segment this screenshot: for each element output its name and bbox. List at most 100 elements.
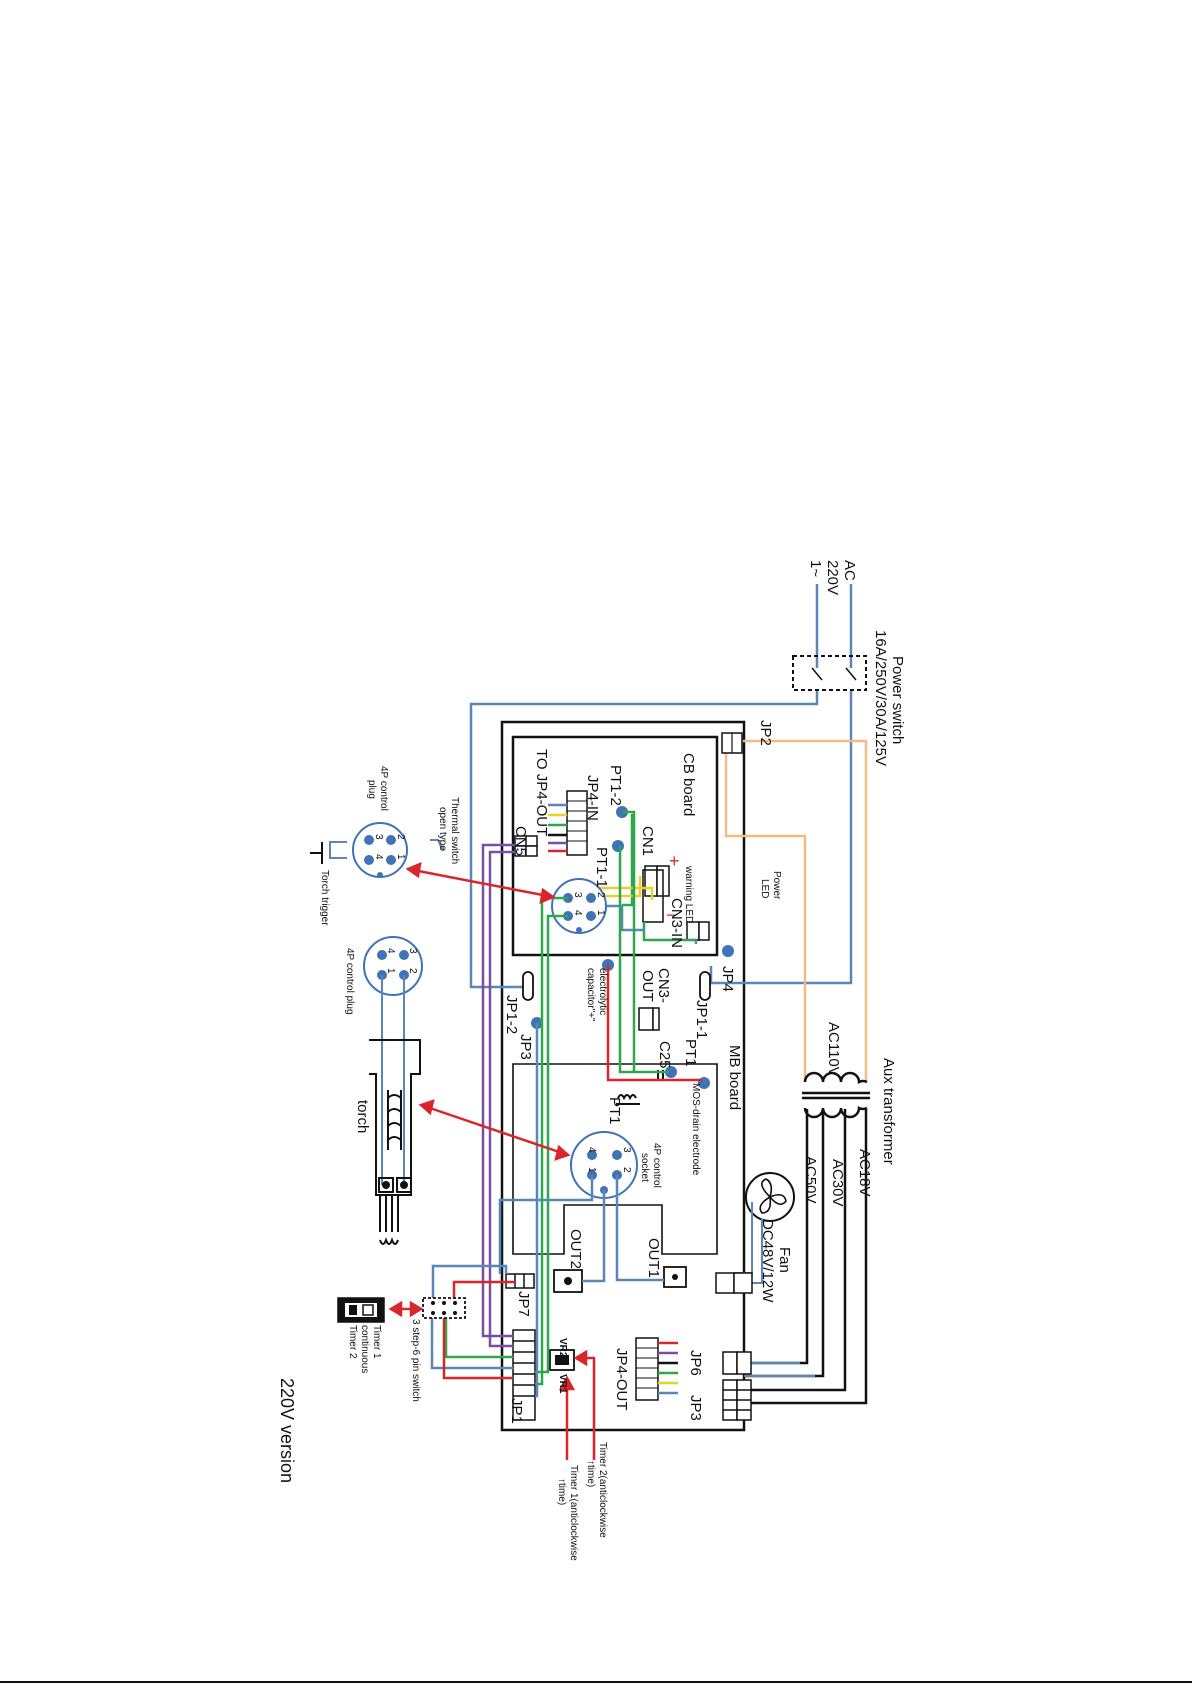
top-plug-pin-3: 3 xyxy=(373,834,384,840)
cn1-socket xyxy=(551,878,607,934)
torch-coil xyxy=(387,1090,402,1150)
mb-4p-socket xyxy=(570,1131,638,1199)
thermal-switch-label-1: Thermal switch xyxy=(449,797,460,864)
ac110-label: AC110V xyxy=(825,1022,842,1077)
jp7-label: JP7 xyxy=(515,1291,532,1317)
mid-plug-pin-4: 4 xyxy=(385,948,396,954)
harness-wires xyxy=(481,843,594,1398)
vr1-label: VR1 xyxy=(557,1374,568,1394)
cb-board-label: CB board xyxy=(680,753,697,816)
electrolytic-label-2: capacitor"+" xyxy=(585,968,596,1022)
c25-label: C25 xyxy=(656,1041,673,1069)
red-arrows xyxy=(388,861,596,1460)
orange-wires xyxy=(724,739,868,1082)
led-plus-sign: + xyxy=(669,851,680,871)
power-led-label-2: LED xyxy=(759,879,770,898)
cn5-label: CN5 xyxy=(512,826,529,856)
jp4-out-label: JP4-OUT xyxy=(613,1348,630,1411)
fan-label: Fan xyxy=(776,1247,793,1273)
pt1-wiring xyxy=(606,810,702,1082)
power-wiring xyxy=(469,584,853,989)
jp1-1-connector xyxy=(699,971,711,1001)
mid-plug-pin-2: 2 xyxy=(407,968,418,974)
power-switch-rating: 16A/250V/30A/125V xyxy=(872,630,889,766)
ac50-label: AC50V xyxy=(802,1156,819,1204)
vr-potentiometers xyxy=(549,1349,575,1371)
cn3-out-label-a: CN3- xyxy=(655,968,672,1003)
phase-label: 1~ xyxy=(807,560,824,577)
ac-label: AC xyxy=(841,560,858,581)
timer-selector-switch xyxy=(337,1297,385,1323)
out2-label: OUT2 xyxy=(567,1229,584,1269)
jp1-2-connector xyxy=(522,971,534,1001)
continuous-label: continuous xyxy=(359,1325,370,1373)
pt1-top-label: PT1 xyxy=(682,1039,699,1067)
cn1-pin-2: 2 xyxy=(595,892,606,898)
jp4-out-connector xyxy=(635,1337,659,1401)
power-led-label-1: Power xyxy=(771,871,782,900)
out1-label: OUT1 xyxy=(645,1238,662,1278)
cn1-pin-1: 1 xyxy=(595,910,606,916)
thermal-switch-wiring xyxy=(329,839,444,859)
power-switch-box xyxy=(792,655,867,691)
socket-pin-4: 4 xyxy=(586,1147,597,1153)
jp3-right-label: JP3 xyxy=(687,1395,704,1421)
fan-icon xyxy=(745,1172,795,1222)
mid-plug-label: 4P control plug xyxy=(344,948,355,1015)
out2-terminal xyxy=(553,1269,583,1293)
mb-board-label: MB board xyxy=(726,1045,743,1110)
jp3-left-label: JP3 xyxy=(517,1034,534,1060)
socket-pin-3: 3 xyxy=(621,1147,632,1153)
pt1-bottom-label: PT1 xyxy=(606,1097,623,1125)
pt1-1-label: PT1-1 xyxy=(593,847,610,888)
socket-pin-1: 1 xyxy=(586,1167,597,1173)
aux-transformer-label: Aux transformer xyxy=(880,1058,897,1165)
top-plug-pin-1: 1 xyxy=(395,854,406,860)
jp1-1-label: JP1-1 xyxy=(693,1000,710,1039)
mid-plug-pin-3: 3 xyxy=(407,948,418,954)
out1-terminal xyxy=(663,1266,687,1288)
pt1-dot xyxy=(665,1066,677,1078)
pt1-2-label: PT1-2 xyxy=(607,765,624,806)
socket-label-2: socket xyxy=(639,1153,650,1182)
fan-connector xyxy=(715,1272,753,1294)
jp4-label: JP4 xyxy=(719,966,736,992)
led-minus-sign: − xyxy=(666,905,677,925)
jp4-in-label: JP4-IN xyxy=(584,775,601,821)
torch-trigger-symbol xyxy=(310,842,323,864)
transformer-output-blue xyxy=(744,1362,815,1377)
jp3-right-connector xyxy=(722,1379,752,1421)
top-4p-plug xyxy=(352,822,408,878)
timer2-label: Timer 2 xyxy=(347,1325,358,1359)
socket-pin-2: 2 xyxy=(621,1167,632,1173)
timer1-note-1: Timer 1(anticlockwise xyxy=(568,1465,579,1561)
pt1-1-dot xyxy=(612,840,624,852)
mos-drain-label: MOS-drain electrode xyxy=(690,1083,701,1176)
jp1-2-label: JP1-2 xyxy=(503,995,520,1034)
thermal-switch-label-2: open type xyxy=(437,807,448,851)
cn3-out-label-b: OUT xyxy=(639,970,656,1002)
step-switch xyxy=(422,1297,466,1319)
top-plug-pin-2: 2 xyxy=(395,834,406,840)
timer2-note-1: Timer 2(anticlockwise xyxy=(597,1442,608,1538)
jp2-label: JP2 xyxy=(757,720,774,746)
warning-led-label: warning LED xyxy=(683,865,694,923)
top-plug-label-2: plug xyxy=(366,780,377,799)
jp4-in-wires xyxy=(548,803,567,853)
page-bottom-rule xyxy=(0,1681,1192,1683)
to-jp4-out-label: TO JP4-OUT xyxy=(533,749,550,836)
jp4-dot xyxy=(722,945,734,957)
out-wiring xyxy=(582,1175,664,1283)
top-plug-label-1: 4P control xyxy=(378,766,389,811)
warning-led-block xyxy=(642,869,664,923)
jp1-connector xyxy=(512,1329,536,1421)
jp1-label: JP1 xyxy=(508,1398,525,1424)
jp6-label: JP6 xyxy=(687,1350,704,1376)
power-switch-contacts xyxy=(811,667,857,681)
cn3-in-connector xyxy=(644,865,710,941)
pt1-coil xyxy=(616,1094,640,1105)
mb-board-inner-outline xyxy=(512,1063,718,1255)
timer2-note-2: ↑time) xyxy=(585,1460,596,1487)
ac30-label: AC30V xyxy=(829,1159,846,1207)
